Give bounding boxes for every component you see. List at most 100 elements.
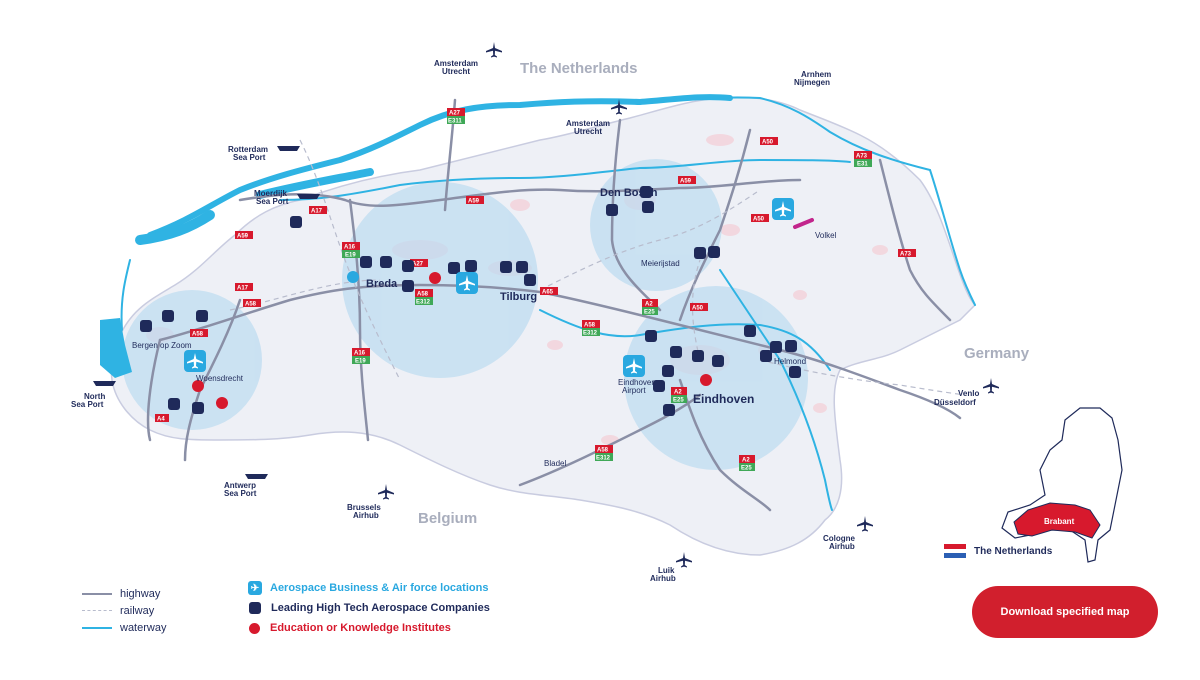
svg-text:A2: A2 (742, 458, 750, 464)
svg-text:A65: A65 (542, 290, 554, 296)
company-marker (500, 261, 512, 273)
city-label-woensdrecht: Woensdrecht (196, 374, 244, 383)
company-marker (692, 350, 704, 362)
company-marker (789, 366, 801, 378)
company-marker (760, 350, 772, 362)
legend-highway: highway (82, 585, 166, 602)
city-label-den-bosch: Den Bosch (600, 187, 658, 199)
company-marker (662, 365, 674, 377)
svg-text:Brabant: Brabant (1044, 517, 1075, 526)
company-marker (196, 310, 208, 322)
ship-icon (245, 474, 268, 479)
svg-text:Luik: Luik (658, 566, 675, 575)
company-marker (712, 355, 724, 367)
company-marker (670, 346, 682, 358)
airplane-icon (459, 275, 475, 291)
svg-text:Moerdijk: Moerdijk (254, 189, 287, 198)
company-square-icon (249, 602, 261, 614)
svg-text:E19: E19 (345, 253, 356, 259)
city-label-breda: Breda (366, 278, 398, 290)
svg-text:E25: E25 (741, 466, 752, 472)
airplane-icon (187, 353, 203, 369)
company-marker (380, 256, 392, 268)
download-map-button[interactable]: Download specified map (972, 586, 1158, 638)
airhub-icons (378, 42, 999, 568)
svg-text:A73: A73 (900, 252, 912, 258)
legend-aerospace: ✈ Aerospace Business & Air force locatio… (248, 578, 490, 598)
legend-railway: railway (82, 602, 166, 619)
svg-text:Antwerp: Antwerp (224, 481, 256, 490)
education-marker (700, 374, 712, 386)
company-marker (402, 280, 414, 292)
company-marker (744, 325, 756, 337)
aerospace-marker-eindhoven-airport (623, 355, 645, 377)
city-label-eindhoven: Eindhoven (693, 392, 754, 406)
company-marker (606, 204, 618, 216)
legend-companies: Leading High Tech Aerospace Companies (248, 598, 490, 618)
svg-text:Airhub: Airhub (829, 542, 855, 551)
waterways (120, 94, 976, 511)
legend-education: Education or Knowledge Institutes (248, 618, 490, 638)
svg-text:A2: A2 (674, 390, 682, 396)
airplane-icon (983, 378, 999, 394)
ship-icons (93, 146, 320, 479)
svg-text:Arnhem: Arnhem (801, 70, 831, 79)
svg-text:E312: E312 (596, 456, 611, 462)
highways (146, 98, 962, 512)
airplane-icon (676, 552, 692, 568)
city-label-bladel: Bladel (544, 459, 566, 468)
map-legend-lines: highway railway waterway (82, 585, 166, 636)
svg-text:A58: A58 (245, 302, 257, 308)
svg-text:E25: E25 (644, 310, 655, 316)
aerospace-marker-volkel (772, 198, 794, 220)
svg-text:Amsterdam: Amsterdam (434, 59, 478, 68)
city-label-meierijstad: Meierijstad (641, 259, 680, 268)
company-marker (162, 310, 174, 322)
svg-text:A59: A59 (680, 179, 692, 185)
airplane-icon (626, 358, 642, 374)
svg-text:E312: E312 (583, 331, 598, 337)
education-markers[interactable] (192, 272, 712, 409)
dutch-flag-icon (944, 544, 966, 559)
country-label-netherlands: The Netherlands (520, 60, 638, 77)
svg-text:Venlo: Venlo (958, 389, 979, 398)
education-marker (429, 272, 441, 284)
scheldt-estuary (100, 318, 132, 378)
airport-label-1: Eindhoven (618, 378, 656, 387)
svg-text:E25: E25 (673, 398, 684, 404)
svg-text:A50: A50 (753, 217, 765, 223)
city-label-volkel: Volkel (815, 231, 837, 240)
education-marker (192, 380, 204, 392)
svg-text:Rotterdam: Rotterdam (228, 145, 268, 154)
volkel-runway (793, 218, 814, 229)
road-tags: A27 E311 A50 A73 E31 A17 A59 A59 A59 A16… (155, 108, 916, 472)
company-markers[interactable] (140, 186, 801, 416)
breda-sky-marker[interactable] (347, 271, 359, 283)
company-marker (516, 261, 528, 273)
airplane-icon (378, 484, 394, 500)
company-marker (168, 398, 180, 410)
svg-text:Airhub: Airhub (650, 574, 676, 583)
airplane-icon (775, 201, 791, 217)
legend-waterway: waterway (82, 619, 166, 636)
svg-text:North: North (84, 392, 105, 401)
education-dot-icon (249, 622, 260, 634)
company-marker (640, 186, 652, 198)
company-marker (785, 340, 797, 352)
svg-text:Utrecht: Utrecht (574, 127, 602, 136)
company-marker (694, 247, 706, 259)
city-label-tilburg: Tilburg (500, 291, 537, 303)
airplane-icon (611, 99, 627, 115)
ship-icon (277, 146, 300, 151)
company-marker (642, 201, 654, 213)
company-marker (524, 274, 536, 286)
company-marker (402, 260, 414, 272)
company-marker (192, 402, 204, 414)
svg-text:Sea Port: Sea Port (256, 197, 289, 206)
aerospace-marker-woensdrecht (184, 350, 206, 372)
aerospace-markers[interactable] (184, 198, 794, 377)
country-label-belgium: Belgium (418, 510, 477, 527)
svg-text:Amsterdam: Amsterdam (566, 119, 610, 128)
svg-text:A2: A2 (645, 302, 653, 308)
